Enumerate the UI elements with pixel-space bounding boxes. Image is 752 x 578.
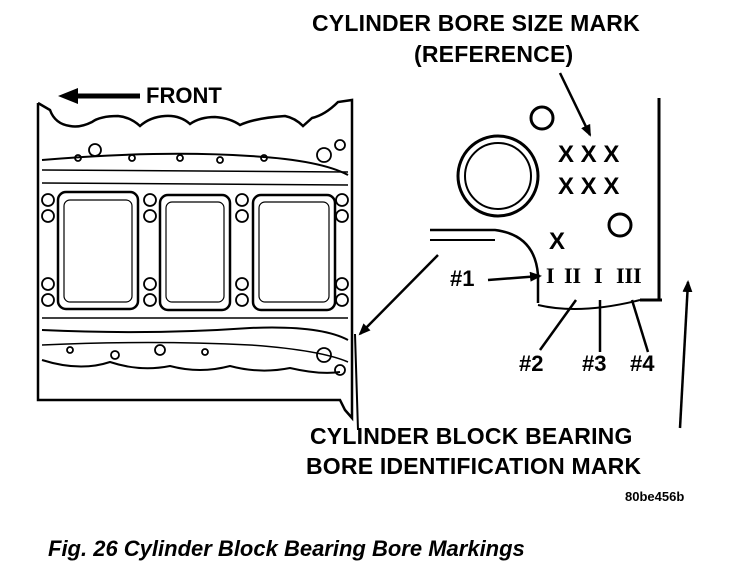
callout-3: #3 (582, 351, 607, 376)
cylinder-block (36, 98, 354, 422)
callout-1: #1 (450, 266, 475, 291)
bore-size-mark-label-line1: CYLINDER BORE SIZE MARK (312, 10, 640, 36)
bore-size-mark-single: X (549, 228, 565, 255)
bearing-mark-3: I (594, 263, 603, 288)
bore-size-mark-label-line2: (REFERENCE) (414, 41, 574, 67)
front-label: FRONT (146, 83, 222, 108)
bearing-bore-label-line2: BORE IDENTIFICATION MARK (306, 453, 642, 479)
front-arrow (58, 88, 140, 104)
image-code: 80be456b (625, 489, 685, 504)
bearing-mark-1: I (546, 263, 555, 288)
callout-4: #4 (630, 351, 655, 376)
bearing-mark-2: II (564, 263, 581, 288)
bore-size-marks-row1: X X X (558, 141, 619, 168)
bore-size-marks-row2: X X X (558, 173, 619, 200)
leader-lines (354, 72, 693, 431)
figure-caption: Fig. 26 Cylinder Block Bearing Bore Mark… (48, 536, 525, 561)
callout-2: #2 (519, 351, 544, 376)
bearing-bore-label-line1: CYLINDER BLOCK BEARING (310, 423, 633, 449)
bearing-mark-4: III (616, 263, 642, 288)
